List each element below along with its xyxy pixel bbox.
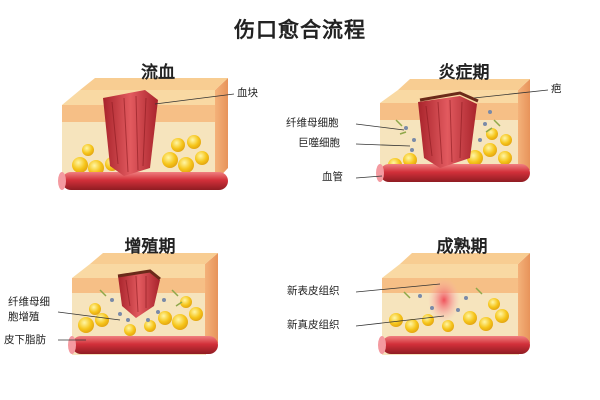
scab-wound: [418, 96, 477, 168]
label-fibroblast: 纤维母细胞: [286, 117, 339, 129]
new-tissue-spot: [428, 278, 460, 322]
label-blood-vessel: 血管: [322, 171, 343, 183]
label-new-dermis: 新真皮组织: [287, 319, 340, 331]
healing-wound: [118, 272, 160, 318]
label-fibroblast-proliferation-line1: 纤维母细: [8, 296, 50, 308]
stage-title-proliferation: 增殖期: [124, 237, 176, 257]
label-macrophage: 巨噬细胞: [298, 137, 340, 149]
label-new-epidermis: 新表皮组织: [287, 285, 340, 297]
label-subcutaneous-fat: 皮下脂肪: [4, 334, 46, 346]
stage-title-maturation: 成熟期: [436, 237, 488, 257]
label-scab: 疤: [551, 83, 562, 95]
page-title: 伤口愈合流程: [234, 18, 366, 42]
stage-inflammation-block: [355, 79, 549, 182]
label-blood-clot: 血块: [237, 87, 258, 99]
stage-proliferation-block: [57, 253, 218, 355]
label-fibroblast-proliferation-line2: 胞增殖: [8, 311, 40, 323]
stage-bleeding-block: [58, 78, 235, 190]
blood-clot: [103, 90, 158, 176]
stage-title-bleeding: 流血: [141, 63, 175, 83]
stage-title-inflammation: 炎症期: [438, 63, 490, 83]
stage-maturation-block: [355, 253, 530, 355]
